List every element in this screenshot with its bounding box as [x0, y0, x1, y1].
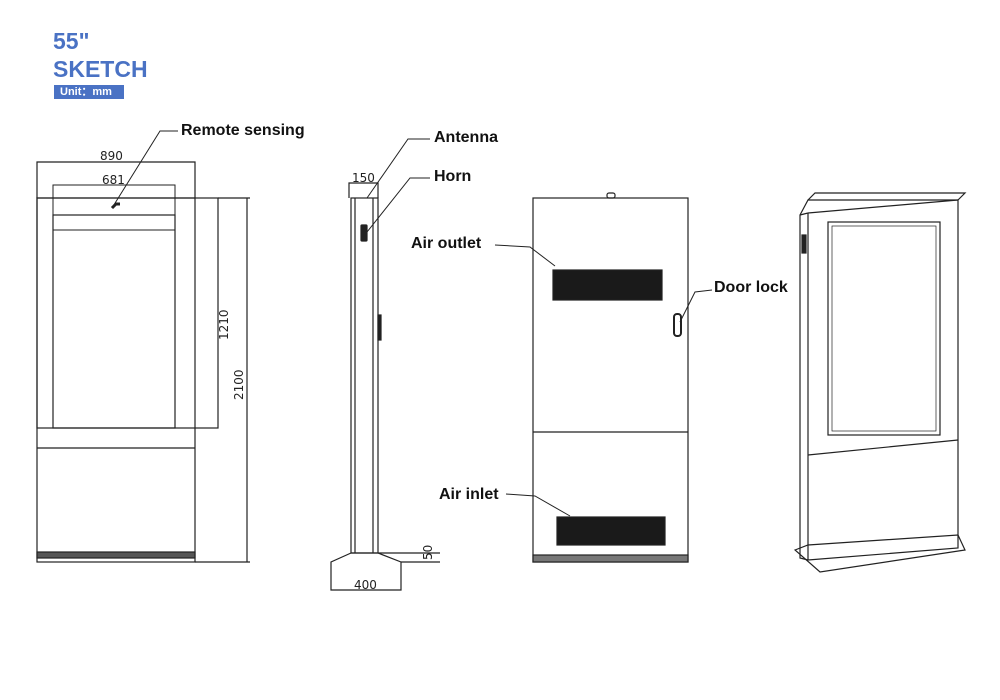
dim-1210: 1210 [217, 309, 231, 340]
side-view: 150 400 50 [330, 138, 440, 592]
callout-door-lock: Door lock [714, 279, 788, 296]
dim-2100: 2100 [232, 369, 246, 400]
dim-681: 681 [102, 173, 125, 187]
callout-horn: Horn [434, 168, 472, 185]
dim-50: 50 [421, 545, 435, 560]
front-view: 890 681 1210 2100 [36, 130, 250, 563]
callout-remote-sensing: Remote sensing [181, 122, 305, 139]
dim-150: 150 [352, 171, 375, 185]
callout-air-inlet: Air inlet [439, 486, 499, 503]
back-view [494, 192, 713, 563]
perspective-view [793, 192, 967, 573]
callout-air-outlet: Air outlet [411, 235, 482, 252]
unit-badge: Unit：mm [54, 85, 124, 99]
dim-890: 890 [100, 149, 123, 163]
callout-antenna: Antenna [434, 129, 498, 146]
dim-400: 400 [354, 578, 377, 592]
size-title: 55" [53, 28, 90, 54]
sketch-title: SKETCH [53, 56, 148, 82]
